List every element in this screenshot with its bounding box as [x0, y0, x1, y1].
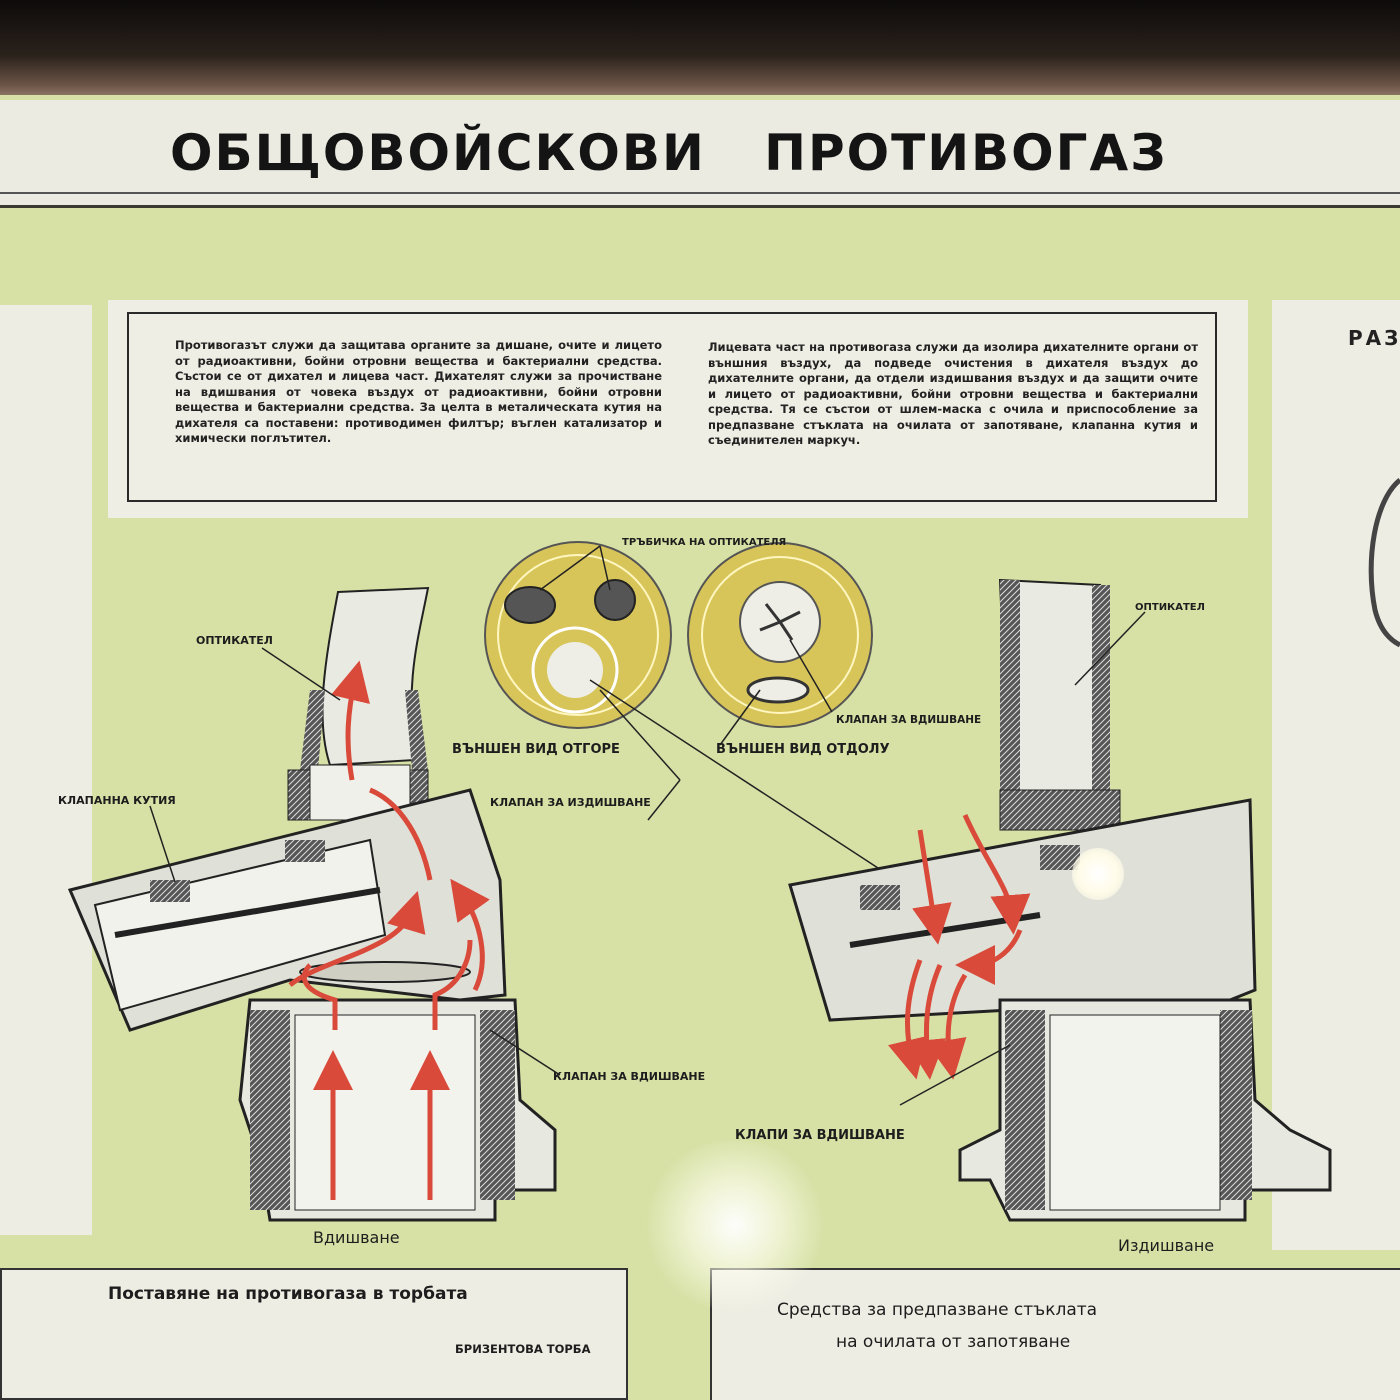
light-reflection: [1072, 848, 1124, 900]
bottom-right-title-line1: Средства за предпазване стъклата: [777, 1300, 1098, 1320]
label-inhale-valve-mid: КЛАПАН ЗА ВДИШВАНЕ: [836, 714, 982, 726]
intro-paragraph-left: Противогазът служи да защитава органите …: [175, 338, 662, 445]
label-inhale-valve-left: КЛАПАН ЗА ВДИШВАНЕ: [553, 1070, 706, 1083]
label-optikatel-right: ОПТИКАТЕЛ: [1135, 602, 1205, 613]
valve-top-view: [484, 541, 672, 729]
label-canvas-bag: БРИЗЕНТОВА ТОРБА: [455, 1342, 591, 1356]
label-optikatel-tube: ТРЪБИЧКА НА ОПТИКАТЕЛЯ: [622, 537, 787, 548]
label-valve-box: КЛАПАННА КУТИЯ: [58, 794, 176, 807]
inhale-diagram: [67, 586, 561, 1222]
intro-text-box: [127, 312, 1217, 502]
light-reflection-large: [640, 1140, 830, 1310]
intro-paragraph-right: Лицевата част на противогаза служи да из…: [708, 340, 1198, 447]
bottom-right-title-line2: на очилата от запотяване: [836, 1332, 1071, 1352]
right-side-panel: [1272, 300, 1400, 1250]
label-outer-view-top: ВЪНШЕН ВИД ОТГОРЕ: [452, 742, 620, 757]
exhale-diagram: [788, 578, 1332, 1222]
intro-text-panel: [108, 300, 1248, 518]
poster-title: ОБЩОВОЙСКОВИ ПРОТИВОГАЗ: [170, 124, 1168, 182]
valve-bottom-view: [687, 542, 873, 728]
caption-exhale: Издишване: [1118, 1236, 1215, 1255]
bottom-left-title: Поставяне на противогаза в торбата: [108, 1284, 468, 1304]
label-optikatel-left: ОПТИКАТЕЛ: [196, 634, 273, 647]
label-inhale-valves-right: КЛАПИ ЗА ВДИШВАНЕ: [735, 1128, 905, 1143]
left-side-panel: [0, 305, 92, 1235]
frame-top-edge: [0, 0, 1400, 100]
label-exhale-valve: КЛАПАН ЗА ИЗДИШВАНЕ: [490, 796, 651, 809]
label-outer-view-bottom: ВЪНШЕН ВИД ОТДОЛУ: [716, 742, 890, 757]
title-band: [0, 100, 1400, 208]
bottom-right-panel: [710, 1268, 1400, 1400]
bottom-left-panel: [0, 1268, 628, 1400]
right-panel-partial-title: РАЗ: [1348, 326, 1400, 350]
caption-inhale: Вдишване: [313, 1228, 400, 1247]
